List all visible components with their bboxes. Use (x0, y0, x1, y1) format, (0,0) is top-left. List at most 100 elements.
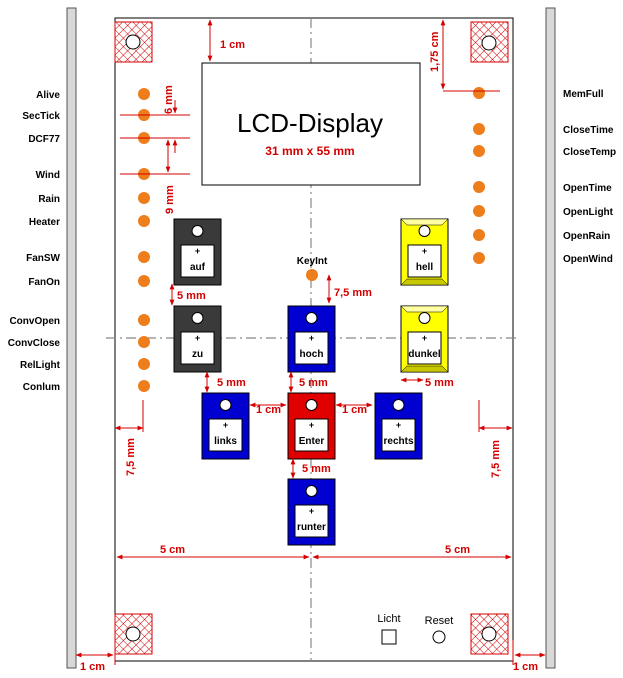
label-closetime: CloseTime (563, 125, 614, 136)
led-hole-icon (392, 399, 405, 411)
label-convclose: ConvClose (8, 338, 61, 349)
led-hole-icon (305, 485, 318, 497)
plus-sign: + (309, 506, 314, 516)
label-rain: Rain (38, 194, 60, 205)
dim-5mm-hoch-enter: 5 mm (299, 377, 328, 389)
label-wind: Wind (36, 170, 60, 181)
led-alive (138, 88, 150, 100)
led-fansw (138, 251, 150, 263)
button-label-dunkel: dunkel (408, 349, 440, 360)
button-label-rechts: rechts (383, 436, 413, 447)
lcd-size: 31 mm x 55 mm (265, 144, 354, 158)
label-openrain: OpenRain (563, 231, 610, 242)
dim-5cm-left: 5 cm (160, 544, 185, 556)
dim-5mm-auf-zu: 5 mm (177, 290, 206, 302)
dim-top-1cm: 1 cm (220, 39, 245, 51)
led-opentime (473, 181, 485, 193)
dim-5mm-dunkel: 5 mm (425, 377, 454, 389)
led-fanon (138, 275, 150, 287)
plus-sign: + (396, 420, 401, 430)
left-led-column: AliveSecTickDCF77WindRainHeaterFanSWFanO… (8, 88, 150, 393)
label-memfull: MemFull (563, 89, 604, 100)
led-hole-icon (219, 399, 232, 411)
led-hole-icon (191, 225, 204, 237)
dim-5mm-enter-runter: 5 mm (302, 463, 331, 475)
label-openwind: OpenWind (563, 254, 613, 265)
button-label-hoch: hoch (300, 349, 324, 360)
lcd-title: LCD-Display (237, 108, 383, 138)
plus-sign: + (195, 246, 200, 256)
mounting-hole-br (470, 613, 509, 655)
plus-sign: + (422, 246, 427, 256)
button-label-zu: zu (192, 349, 203, 360)
button-label-enter: Enter (299, 436, 325, 447)
dim-outer-1cm-left: 1 cm (80, 661, 105, 673)
label-fansw: FanSW (26, 253, 60, 264)
led-closetime (473, 123, 485, 135)
led-hole-icon (418, 312, 431, 324)
led-conlum (138, 380, 150, 392)
led-hole-icon (305, 399, 318, 411)
dim-9mm: 9 mm (164, 185, 176, 214)
mounting-hole-bl (114, 613, 153, 655)
right-rail (545, 7, 556, 669)
label-sectick: SecTick (22, 111, 60, 122)
led-openwind (473, 252, 485, 264)
mounting-hole-tr (470, 21, 509, 63)
label-conlum: Conlum (23, 382, 60, 393)
plus-sign: + (309, 420, 314, 430)
reset-button[interactable] (432, 630, 446, 644)
dim-75mm-left: 7,5 mm (125, 438, 137, 476)
label-opentime: OpenTime (563, 183, 612, 194)
dim-outer-1cm-right: 1 cm (513, 661, 538, 673)
led-openrain (473, 229, 485, 241)
dim-6mm: 6 mm (163, 85, 175, 114)
button-label-auf: auf (190, 262, 206, 273)
label-reset: Reset (425, 615, 454, 627)
led-hole-icon (191, 312, 204, 324)
lcd-display (201, 62, 421, 186)
dim-75mm-keyint: 7,5 mm (334, 287, 372, 299)
dim-5cm-right: 5 cm (445, 544, 470, 556)
led-keyint (306, 269, 318, 281)
button-hoch[interactable]: +hoch (287, 305, 336, 373)
button-group: +auf+zu+hoch+links+Enter+rechts+runter+h… (173, 218, 449, 546)
label-licht: Licht (377, 613, 400, 625)
button-auf[interactable]: + auf (173, 218, 222, 286)
led-rellight (138, 358, 150, 370)
button-links[interactable]: + links (201, 392, 250, 460)
button-label-links: links (214, 436, 237, 447)
led-heater (138, 215, 150, 227)
button-enter[interactable]: + Enter (287, 392, 336, 460)
led-closetemp (473, 145, 485, 157)
label-rellight: RelLight (20, 360, 61, 371)
licht-switch[interactable] (381, 629, 397, 645)
led-convclose (138, 336, 150, 348)
mounting-hole-tl (114, 21, 153, 63)
button-rechts[interactable]: + rechts (374, 392, 423, 460)
plus-sign: + (422, 333, 427, 343)
button-label-hell: hell (416, 262, 433, 273)
led-hole-icon (418, 225, 431, 237)
dim-5mm-zu-links: 5 mm (217, 377, 246, 389)
right-led-column: MemFullCloseTimeCloseTempOpenTimeOpenLig… (473, 87, 616, 265)
label-convopen: ConvOpen (9, 316, 60, 327)
label-closetemp: CloseTemp (563, 147, 616, 158)
left-rail (66, 7, 77, 669)
led-hole-icon (305, 312, 318, 324)
label-fanon: FanOn (28, 277, 60, 288)
led-memfull (473, 87, 485, 99)
plus-sign: + (195, 333, 200, 343)
dim-top-175cm: 1,75 cm (429, 31, 441, 72)
dim-1cm-enter-rechts: 1 cm (342, 404, 367, 416)
button-label-runter: runter (297, 522, 326, 533)
button-dunkel[interactable]: + dunkel (400, 305, 449, 373)
button-hell[interactable]: + hell (400, 218, 449, 286)
button-zu[interactable]: + zu (173, 305, 222, 373)
label-heater: Heater (29, 217, 60, 228)
label-dcf77: DCF77 (28, 134, 60, 145)
label-keyint: KeyInt (297, 256, 328, 267)
plus-sign: + (223, 420, 228, 430)
button-runter[interactable]: + runter (287, 478, 336, 546)
